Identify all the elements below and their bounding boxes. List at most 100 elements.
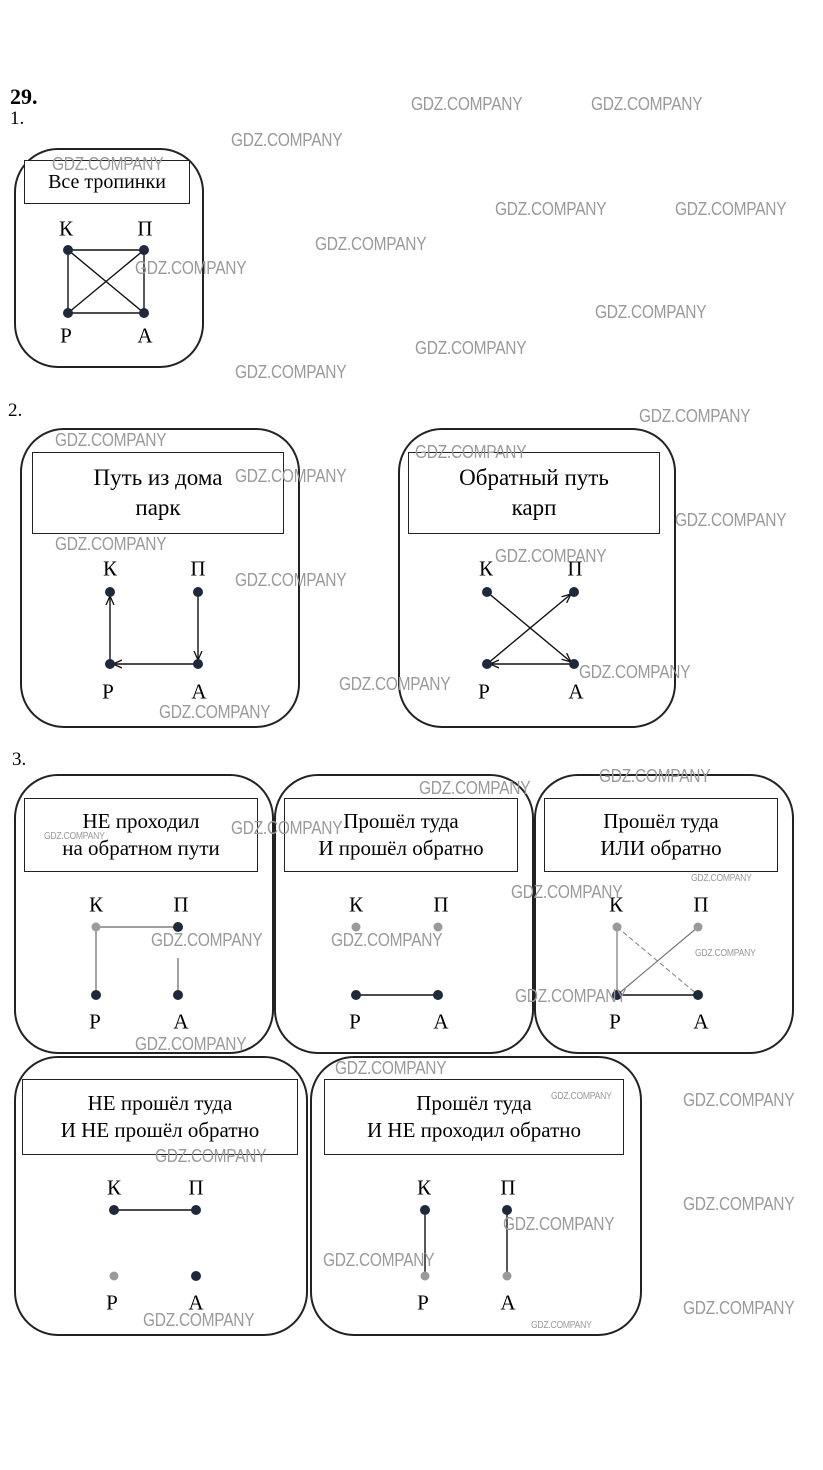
watermark: GDZ.COMPANY: [675, 199, 787, 219]
watermark: GDZ.COMPANY: [503, 1214, 615, 1234]
s1-vertex-a: А: [137, 323, 153, 348]
watermark: GDZ.COMPANY: [155, 1146, 267, 1166]
s3-p2-vertex-a: А: [433, 1009, 449, 1034]
watermark: GDZ.COMPANY: [135, 258, 247, 278]
watermark: GDZ.COMPANY: [675, 510, 787, 530]
s2-right-dot-r: [482, 659, 492, 669]
s3-p1-vertex-p: П: [173, 892, 189, 917]
s3-p5-vertex-r: Р: [417, 1290, 429, 1315]
s2-left-dots: [105, 587, 203, 669]
watermark: GDZ.COMPANY: [639, 406, 751, 426]
s2-right-vertex-a: А: [568, 679, 584, 704]
watermark: GDZ.COMPANY: [495, 546, 607, 566]
s3-panel-4: [14, 1056, 308, 1336]
s2-left-dot-a: [193, 659, 203, 669]
s2-left-graph: [110, 592, 198, 664]
s2-right-graph: [486, 591, 574, 665]
s2-right-vertex-k: К: [478, 556, 494, 581]
s1-panel: [14, 148, 204, 368]
s3-p4-dot-r: [109, 1271, 119, 1281]
watermark: GDZ.COMPANY: [52, 154, 164, 174]
watermark: GDZ.COMPANY: [411, 94, 523, 114]
s3-p3-vertex-a: А: [693, 1009, 709, 1034]
s2-right-title-line-2: карп: [511, 495, 557, 520]
watermark: GDZ.COMPANY: [231, 818, 343, 838]
watermark: GDZ.COMPANY: [235, 362, 347, 382]
s1-graph: [67, 249, 145, 314]
section-3-number: 3.: [12, 749, 27, 770]
s3-p5-dot-r: [420, 1271, 430, 1281]
watermark: GDZ.COMPANY: [415, 442, 527, 462]
s1-dot-a: [139, 308, 149, 318]
s2-right-edge-r-p: [486, 594, 571, 665]
watermark: GDZ.COMPANY: [235, 570, 347, 590]
watermark: GDZ.COMPANY: [495, 199, 607, 219]
s3-panel-5-title-line-1: Прошёл туда: [416, 1090, 532, 1115]
s3-panel-2-title-line-2: И прошёл обратно: [318, 836, 484, 860]
s2-right-title-box: Обратный путь карп: [408, 452, 660, 534]
s3-p2-vertex-r: Р: [349, 1009, 361, 1034]
s3-p4-dot-a: [191, 1271, 201, 1281]
s2-left-dot-p: [193, 587, 203, 597]
s3-p3-vertex-r: Р: [609, 1009, 621, 1034]
s3-p2-dot-k: [351, 922, 361, 932]
s3-panel-1-title-line-1: НЕ проходил: [82, 808, 200, 833]
s3-p2-dot-r: [351, 990, 361, 1000]
section-1-number: 1.: [10, 108, 25, 129]
s2-right-dots: [482, 587, 579, 669]
s3-p4-vertex-r: Р: [106, 1290, 118, 1315]
s2-left-dot-k: [105, 587, 115, 597]
s3-p5-vertex-k: К: [416, 1175, 432, 1200]
s2-right-vertex-r: Р: [478, 679, 490, 704]
s3-p5-dot-p: [502, 1205, 512, 1215]
s3-p3-graph: [616, 926, 699, 996]
watermark: GDZ.COMPANY: [231, 130, 343, 150]
s1-dot-p: [139, 245, 149, 255]
section-2-number: 2.: [8, 400, 23, 421]
watermark: GDZ.COMPANY: [335, 1058, 447, 1078]
watermark: GDZ.COMPANY: [44, 831, 105, 842]
s3-panel-1-title-line-2: на обратном пути: [62, 836, 220, 860]
watermark: GDZ.COMPANY: [331, 930, 443, 950]
s3-p3-vertex-p: П: [693, 892, 709, 917]
watermark: GDZ.COMPANY: [315, 234, 427, 254]
s3-panel-2-title-box: Прошёл туда И прошёл обратно: [284, 798, 518, 872]
s1-title-box: Все тропинки: [24, 160, 190, 204]
s3-p5-dots: [420, 1205, 512, 1281]
s2-left-dot-r: [105, 659, 115, 669]
s3-panel-3-title-line-2: ИЛИ обратно: [600, 836, 722, 860]
s3-panel-1: [14, 774, 274, 1054]
s3-panel-5: [310, 1056, 642, 1336]
watermark: GDZ.COMPANY: [339, 674, 451, 694]
s2-left-panel: [20, 428, 300, 728]
s3-p1-vertex-r: Р: [89, 1009, 101, 1034]
s3-p5-dot-k: [420, 1205, 430, 1215]
s3-p1-graph: [95, 926, 179, 995]
s1-vertex-r: Р: [60, 323, 72, 348]
s2-right-title-line-1: Обратный путь: [459, 465, 609, 491]
s3-p1-dot-r: [91, 990, 101, 1000]
watermark: GDZ.COMPANY: [235, 466, 347, 486]
s1-dots: [63, 245, 149, 318]
s3-p5-dot-a: [502, 1271, 512, 1281]
watermark: GDZ.COMPANY: [419, 778, 531, 798]
s3-p3-dot-k: [612, 922, 622, 932]
watermark: GDZ.COMPANY: [683, 1194, 795, 1214]
s1-dot-k: [63, 245, 73, 255]
s3-p3-dots: [612, 922, 703, 1000]
s2-left-vertex-r: Р: [102, 679, 114, 704]
s1-title-line-1: Все тропинки: [48, 171, 166, 193]
s3-panel-3-title-box: Прошёл туда ИЛИ обратно: [544, 798, 778, 872]
s3-panel-1-title-box: НЕ проходил на обратном пути: [24, 798, 258, 872]
watermark: GDZ.COMPANY: [683, 1298, 795, 1318]
s3-panel-3-title-line-1: Прошёл туда: [603, 808, 719, 833]
watermark: GDZ.COMPANY: [695, 948, 756, 959]
s3-p4-dot-k: [109, 1205, 119, 1215]
s3-p3-dot-a: [693, 990, 703, 1000]
s3-panel-2: [274, 774, 534, 1054]
s3-p2-dots: [351, 922, 443, 1000]
watermark: GDZ.COMPANY: [159, 702, 271, 722]
s3-p4-dot-p: [191, 1205, 201, 1215]
s3-p1-vertex-a: А: [173, 1009, 189, 1034]
